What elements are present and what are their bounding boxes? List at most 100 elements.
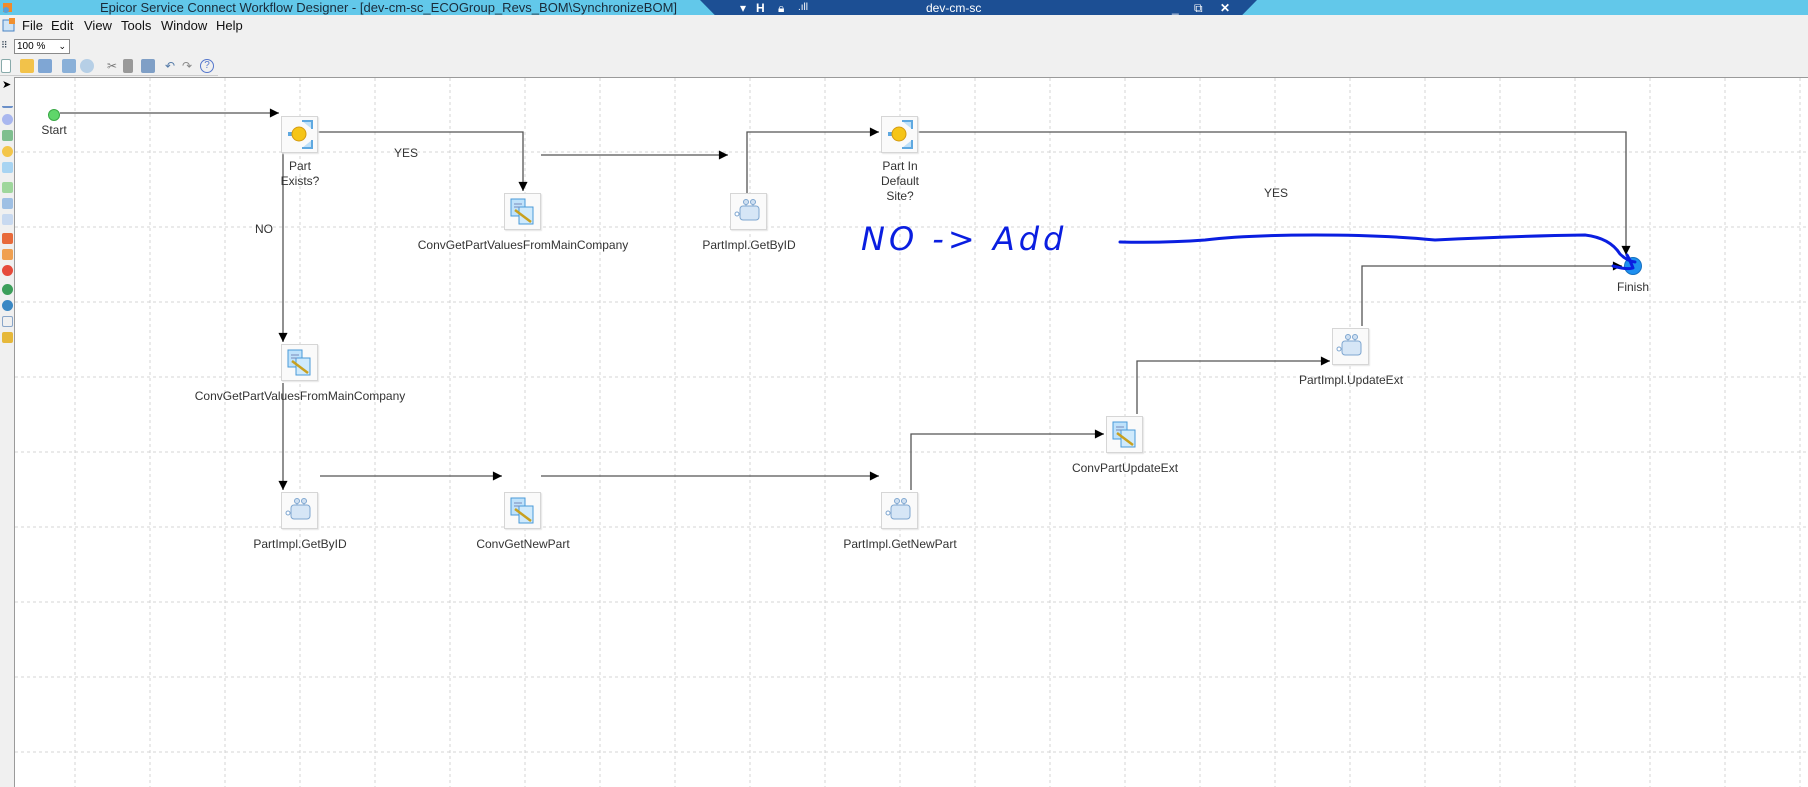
activity-tool-icon[interactable] — [2, 130, 13, 141]
node-label: Start — [41, 123, 67, 137]
input-tool-icon[interactable] — [2, 182, 13, 193]
lock-icon: 🔒︎ — [778, 1, 785, 15]
zoom-toolbar: ⠿ 100 % ⌄ — [0, 37, 240, 55]
menu-view[interactable]: View — [84, 18, 112, 33]
print-icon[interactable] — [62, 59, 76, 73]
conversion-icon — [1112, 421, 1136, 448]
edge-default-site-yes[interactable] — [918, 131, 1631, 255]
help-icon[interactable]: ? — [200, 59, 214, 73]
event-tool-icon[interactable] — [2, 114, 13, 125]
cut-icon[interactable]: ✂ — [106, 59, 118, 73]
node-label: ConvGetPartValuesFromMainCompany — [417, 238, 629, 252]
window-title: Epicor Service Connect Workflow Designer… — [100, 0, 678, 15]
pin-icon[interactable]: H — [756, 1, 765, 15]
print-preview-icon[interactable] — [80, 59, 94, 73]
method-icon — [885, 498, 911, 520]
node-conv2[interactable] — [281, 344, 318, 381]
redo-icon[interactable]: ↷ — [182, 59, 193, 73]
node-get-new[interactable] — [881, 492, 918, 529]
menu-help[interactable]: Help — [216, 18, 243, 33]
decision-icon — [888, 120, 913, 149]
close-icon[interactable]: ✕ — [1220, 1, 1231, 15]
node-label: PartImpl.GetByID — [253, 537, 347, 551]
zoom-select[interactable]: 100 % ⌄ — [14, 39, 70, 54]
web-service-tool-icon[interactable] — [2, 284, 13, 295]
remote-desktop-bar: ▾ H 🔒︎ .ıll dev-cm-sc _ ⧉ ✕ — [700, 0, 1257, 17]
menu-window[interactable]: Window — [161, 18, 208, 33]
undo-icon[interactable]: ↶ — [165, 59, 176, 73]
stop-tool-icon[interactable] — [2, 265, 13, 276]
pointer-tool-icon[interactable]: ➤ — [2, 79, 12, 91]
node-getbyid2[interactable] — [281, 492, 318, 529]
database-tool-icon[interactable] — [2, 332, 13, 343]
edge-conv-update-to-update-ext[interactable] — [1136, 356, 1330, 414]
node-label: Finish — [1616, 280, 1650, 294]
edge-label-yes: YES — [394, 146, 419, 160]
connector-tool-icon[interactable] — [2, 97, 13, 108]
copy-icon[interactable] — [123, 59, 133, 73]
chevron-down-icon: ⌄ — [58, 41, 66, 51]
dropdown-icon[interactable]: ▾ — [740, 1, 747, 15]
list-tool-icon[interactable] — [2, 214, 13, 225]
node-part-exists[interactable] — [281, 116, 318, 153]
restore-icon[interactable]: ⧉ — [1194, 1, 1203, 15]
edge-part-exists-yes[interactable] — [318, 131, 528, 191]
edge-label-yes: YES — [1264, 186, 1289, 200]
workflow-icon — [2, 18, 15, 32]
save-icon[interactable] — [38, 59, 52, 73]
node-getbyid1[interactable] — [730, 193, 767, 230]
node-conv-update[interactable] — [1106, 416, 1143, 453]
paste-icon[interactable] — [141, 59, 155, 73]
decision-tool-icon[interactable] — [2, 146, 13, 157]
edge-update-ext-to-finish[interactable] — [1361, 261, 1622, 326]
menu-file[interactable]: File — [22, 18, 43, 33]
conversion-icon — [287, 349, 311, 376]
node-label: ConvGetNewPart — [476, 537, 570, 551]
method-icon — [734, 199, 760, 221]
decision-icon — [288, 120, 313, 149]
node-conv1[interactable] — [504, 193, 541, 230]
handwritten-annotation-text: NO -> Add — [861, 220, 1068, 258]
edge-get-new-to-conv-update[interactable] — [910, 429, 1104, 490]
menu-bar: File Edit View Tools Window Help — [0, 15, 1808, 35]
zoom-value: 100 % — [17, 41, 46, 52]
node-label: PartImpl.GetNewPart — [843, 537, 957, 551]
grip-icon[interactable]: ⠿ — [1, 40, 8, 50]
conversion-tool-icon[interactable] — [2, 162, 13, 173]
start-node[interactable] — [48, 109, 60, 121]
node-label: PartImpl.UpdateExt — [1298, 373, 1404, 387]
join-tool-icon[interactable] — [2, 249, 13, 260]
annotation-line — [1118, 233, 1637, 271]
method-tool-icon[interactable] — [2, 316, 13, 327]
fork-tool-icon[interactable] — [2, 233, 13, 244]
new-icon[interactable] — [1, 59, 11, 73]
shape-palette: ➤ — [0, 77, 15, 787]
method-icon — [1336, 334, 1362, 356]
handwritten-annotation — [1118, 233, 1637, 271]
menu-edit[interactable]: Edit — [51, 18, 74, 33]
node-default-site[interactable] — [881, 116, 918, 153]
conversion-icon — [510, 497, 534, 524]
edge-label-no: NO — [255, 222, 273, 236]
conversion-icon — [510, 198, 534, 225]
node-label: PartImpl.GetByID — [702, 238, 796, 252]
method-icon — [285, 498, 311, 520]
node-label: ConvPartUpdateExt — [1071, 461, 1179, 475]
remote-host: dev-cm-sc — [926, 1, 982, 15]
open-icon[interactable] — [20, 59, 34, 73]
menu-tools[interactable]: Tools — [121, 18, 152, 33]
node-label: ConvGetPartValuesFromMainCompany — [194, 389, 406, 403]
app-icon — [3, 3, 12, 13]
output-tool-icon[interactable] — [2, 198, 13, 209]
signal-icon: .ıll — [798, 2, 808, 13]
connectors — [60, 108, 1631, 491]
edge-getbyid-to-default-site[interactable] — [746, 127, 879, 193]
main-toolbar: ✂ ↶ ↷ ? — [0, 57, 218, 76]
node-update-ext[interactable] — [1332, 328, 1369, 365]
minimize-icon[interactable]: _ — [1172, 1, 1179, 15]
node-conv-new[interactable] — [504, 492, 541, 529]
global-tool-icon[interactable] — [2, 300, 13, 311]
